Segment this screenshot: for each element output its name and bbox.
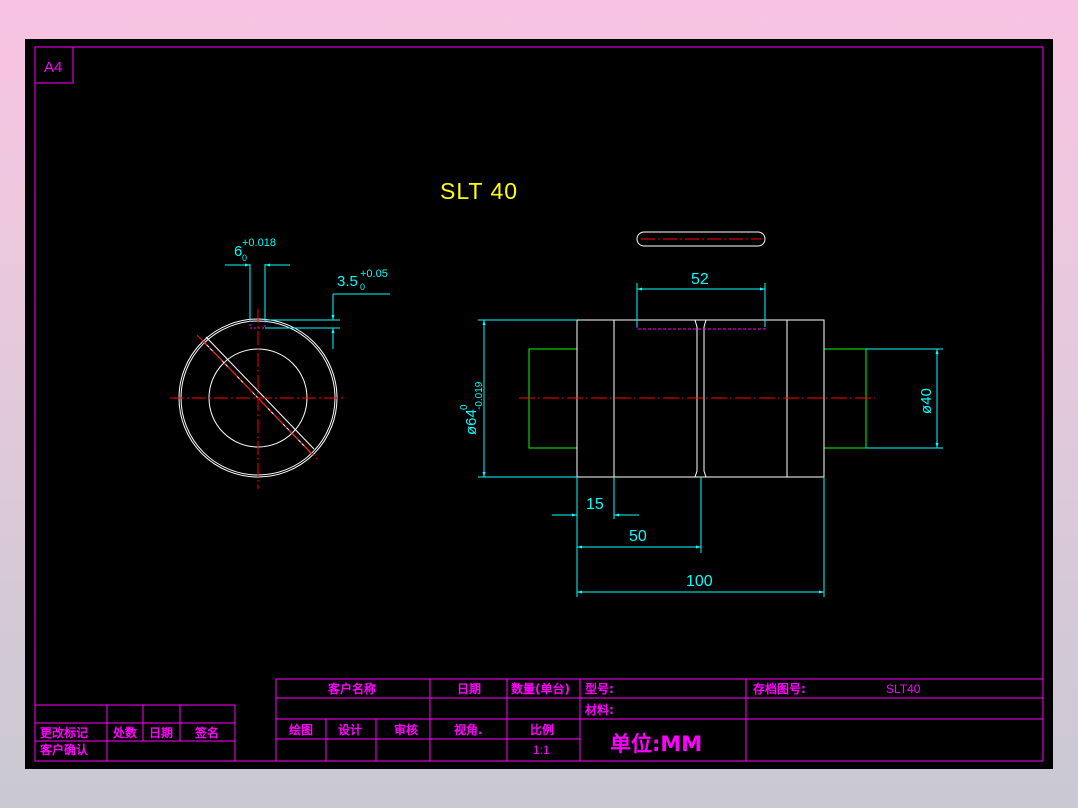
archive-no-value: SLT40 <box>886 682 921 696</box>
center-groove <box>694 319 707 478</box>
dim-keyway-depth: 3.5 0 +0.05 <box>265 268 390 349</box>
end-view <box>170 309 345 489</box>
part-title: SLT 40 <box>440 178 518 204</box>
keyway-hidden <box>636 320 766 330</box>
svg-text:6: 6 <box>234 243 242 260</box>
quantity-label: 数量(单台) <box>511 681 570 696</box>
drawing-frame <box>34 46 1044 762</box>
svg-text:0: 0 <box>242 253 247 263</box>
rev-mark-label: 更改标记 <box>40 725 88 740</box>
dim-total-length: 100 <box>576 477 825 597</box>
rev-date-label: 日期 <box>149 725 173 740</box>
signature-label: 签名 <box>194 725 219 740</box>
dim-keyway-width: 6 0 +0.018 <box>225 237 290 321</box>
archive-no-label: 存档图号: <box>752 681 806 696</box>
title-block <box>275 678 1044 762</box>
model-label: 型号: <box>585 681 614 696</box>
rev-count-label: 处数 <box>112 725 138 740</box>
svg-text:+0.05: +0.05 <box>360 268 388 280</box>
svg-text:100: 100 <box>686 573 713 590</box>
dim-flange-width: 15 <box>552 477 639 519</box>
svg-text:15: 15 <box>586 496 604 513</box>
dim-shaft-diameter: ø40 <box>866 348 943 449</box>
svg-text:0: 0 <box>459 404 470 410</box>
sheet-size-box <box>34 46 74 84</box>
dim-half-length: 50 <box>576 477 702 553</box>
svg-text:+0.018: +0.018 <box>242 237 276 249</box>
review-label: 审核 <box>394 722 418 737</box>
key-shape <box>636 231 766 247</box>
svg-text:-0.019: -0.019 <box>474 381 485 410</box>
svg-text:3.5: 3.5 <box>337 273 358 290</box>
cad-drawing: A4 SLT 40 6 0 +0.018 3.5 0 +0.05 <box>34 46 1044 762</box>
customer-confirm-label: 客户确认 <box>39 742 89 757</box>
customer-name-label: 客户名称 <box>327 681 376 696</box>
side-view <box>519 231 875 478</box>
drawn-label: 绘图 <box>289 722 313 737</box>
svg-text:52: 52 <box>691 271 709 288</box>
keyway-notch <box>249 320 266 329</box>
date-label: 日期 <box>457 681 481 696</box>
sheet-size-label: A4 <box>44 59 62 76</box>
scale-value: 1:1 <box>533 743 550 757</box>
revision-block <box>35 704 236 761</box>
svg-text:ø64: ø64 <box>463 409 480 435</box>
svg-text:ø40: ø40 <box>918 388 935 414</box>
drawing-sheet: A4 SLT 40 6 0 +0.018 3.5 0 +0.05 <box>25 39 1053 769</box>
design-label: 设计 <box>338 722 362 737</box>
material-label: 材料: <box>584 702 614 717</box>
dim-key-length: 52 <box>636 271 766 327</box>
svg-text:0: 0 <box>360 282 365 292</box>
svg-text:50: 50 <box>629 528 647 545</box>
unit-text: 单位:MM <box>610 732 702 756</box>
dim-outer-diameter: ø64 0 -0.019 <box>459 319 577 478</box>
scale-label: 比例 <box>530 722 554 737</box>
center-line-diagonal <box>196 334 320 462</box>
view-label: 视角. <box>454 722 483 737</box>
